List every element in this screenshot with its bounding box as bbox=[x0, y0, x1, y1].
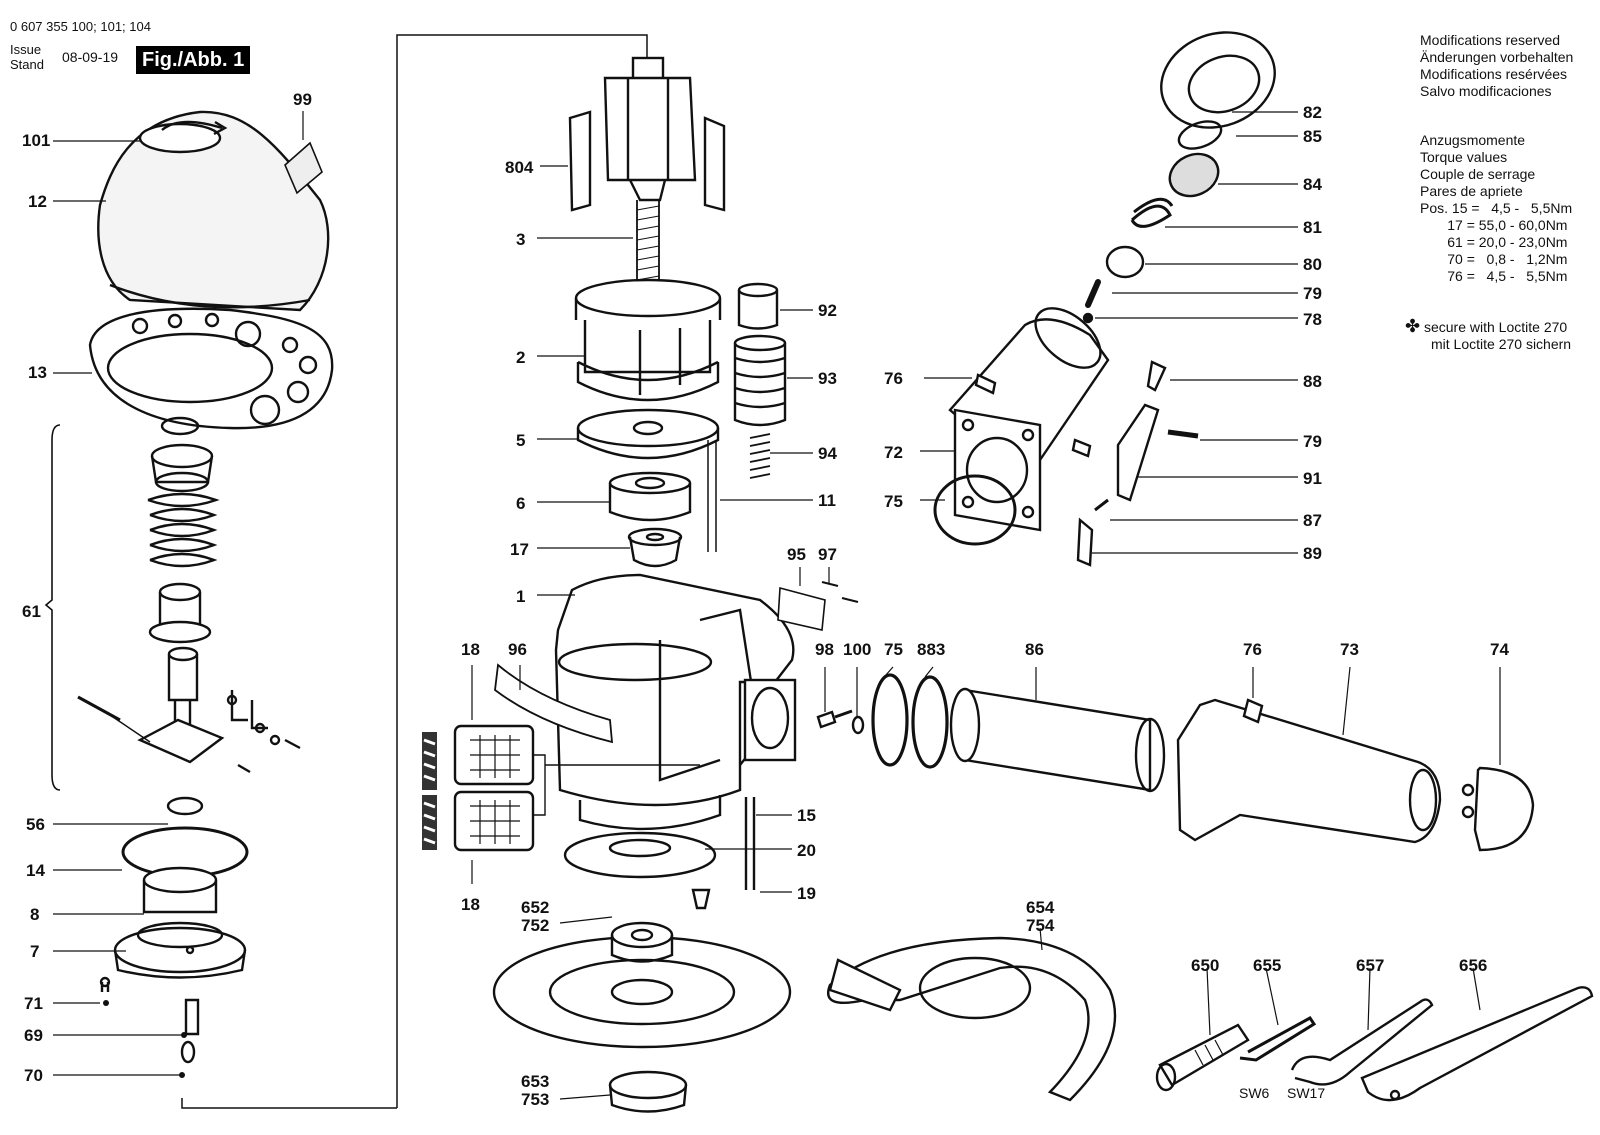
loctite-note: ✤ secure with Loctite 270 mit Loctite 27… bbox=[1405, 316, 1572, 353]
callout-7: 7 bbox=[30, 942, 39, 961]
callout-87: 87 bbox=[1303, 511, 1322, 530]
callout-56: 56 bbox=[26, 815, 45, 834]
callout-752: 752 bbox=[521, 916, 549, 935]
callout-3: 3 bbox=[516, 230, 525, 249]
torque-value: 17 = 55,0 - 60,0Nm bbox=[1420, 217, 1568, 233]
callout-6: 6 bbox=[516, 494, 525, 513]
torque-value: Pos. 15 = 4,5 - 5,5Nm bbox=[1420, 200, 1573, 216]
callout-653: 653 bbox=[521, 1072, 549, 1091]
note-line: Pares de apriete bbox=[1420, 183, 1523, 199]
callout-96: 96 bbox=[508, 640, 527, 659]
figure-label: Fig./Abb. 1 bbox=[136, 46, 251, 74]
callout-100: 100 bbox=[843, 640, 871, 659]
callout-61: 61 bbox=[22, 602, 41, 621]
callout-18-top: 18 bbox=[461, 640, 480, 659]
note-line: Modifications resérvées bbox=[1420, 66, 1568, 82]
note-line: Anzugsmomente bbox=[1420, 132, 1526, 148]
callout-71: 71 bbox=[24, 994, 43, 1013]
callout-14: 14 bbox=[26, 861, 45, 880]
callout-93: 93 bbox=[818, 369, 837, 388]
callout-18-bottom: 18 bbox=[461, 895, 480, 914]
note-line: Modifications reserved bbox=[1420, 32, 1561, 48]
callout-753: 753 bbox=[521, 1090, 549, 1109]
callout-76-bottom: 76 bbox=[1243, 640, 1262, 659]
callout-72: 72 bbox=[884, 443, 903, 462]
note-line: Salvo modificaciones bbox=[1420, 83, 1552, 99]
sw6-label: SW6 bbox=[1239, 1085, 1270, 1101]
callout-69: 69 bbox=[24, 1026, 43, 1045]
torque-note: Anzugsmomente Torque values Couple de se… bbox=[1420, 132, 1572, 285]
callout-82: 82 bbox=[1303, 103, 1322, 122]
callout-883: 883 bbox=[917, 640, 945, 659]
callout-76-top: 76 bbox=[884, 369, 903, 388]
torque-value: 61 = 20,0 - 23,0Nm bbox=[1420, 234, 1568, 250]
callout-11: 11 bbox=[818, 491, 836, 510]
callout-655: 655 bbox=[1253, 956, 1281, 975]
callout-94: 94 bbox=[818, 444, 837, 463]
callout-95: 95 bbox=[787, 545, 806, 564]
callout-17: 17 bbox=[510, 540, 529, 559]
callout-20: 20 bbox=[797, 841, 816, 860]
callout-92: 92 bbox=[818, 301, 837, 320]
callout-88: 88 bbox=[1303, 372, 1322, 391]
callout-652: 652 bbox=[521, 898, 549, 917]
callout-86: 86 bbox=[1025, 640, 1044, 659]
callout-97: 97 bbox=[818, 545, 837, 564]
stand-label: Stand bbox=[10, 57, 44, 72]
callout-98: 98 bbox=[815, 640, 834, 659]
callout-74: 74 bbox=[1490, 640, 1509, 659]
note-line: Couple de serrage bbox=[1420, 166, 1536, 182]
issue-label: Issue bbox=[10, 42, 42, 57]
callout-754: 754 bbox=[1026, 916, 1055, 935]
note-line: Änderungen vorbehalten bbox=[1420, 49, 1574, 65]
callout-5: 5 bbox=[516, 431, 525, 450]
callout-657: 657 bbox=[1356, 956, 1384, 975]
torque-value: 70 = 0,8 - 1,2Nm bbox=[1420, 251, 1568, 267]
callout-81: 81 bbox=[1303, 218, 1322, 237]
loctite-text-de: mit Loctite 270 sichern bbox=[1431, 336, 1572, 352]
callout-804: 804 bbox=[505, 158, 534, 177]
callout-12: 12 bbox=[28, 192, 47, 211]
callout-73: 73 bbox=[1340, 640, 1359, 659]
torque-value: 76 = 4,5 - 5,5Nm bbox=[1420, 268, 1568, 284]
callout-101: 101 bbox=[22, 131, 50, 150]
callout-79-top: 79 bbox=[1303, 284, 1322, 303]
note-line: Torque values bbox=[1420, 149, 1508, 165]
callout-15: 15 bbox=[797, 806, 816, 825]
part-numbers: 0 607 355 100; 101; 104 bbox=[10, 19, 151, 34]
loctite-icon: ✤ bbox=[1405, 316, 1421, 336]
callout-654: 654 bbox=[1026, 898, 1055, 917]
callout-91: 91 bbox=[1303, 469, 1322, 488]
callout-2: 2 bbox=[516, 348, 525, 367]
callout-70: 70 bbox=[24, 1066, 43, 1085]
callout-85: 85 bbox=[1303, 127, 1322, 146]
callout-84: 84 bbox=[1303, 175, 1322, 194]
loctite-text-en: secure with Loctite 270 bbox=[1423, 319, 1568, 335]
callout-80: 80 bbox=[1303, 255, 1322, 274]
sw17-label: SW17 bbox=[1287, 1085, 1325, 1101]
callout-78: 78 bbox=[1303, 310, 1322, 329]
issue-date: 08-09-19 bbox=[62, 49, 119, 65]
modifications-note: Modifications reserved Änderungen vorbeh… bbox=[1420, 32, 1573, 100]
callout-13: 13 bbox=[28, 363, 47, 382]
callout-75-bottom: 75 bbox=[884, 640, 903, 659]
callout-75-top: 75 bbox=[884, 492, 903, 511]
callout-89: 89 bbox=[1303, 544, 1322, 563]
callout-1: 1 bbox=[516, 587, 525, 606]
callout-8: 8 bbox=[30, 905, 39, 924]
callout-656: 656 bbox=[1459, 956, 1487, 975]
callout-99: 99 bbox=[293, 90, 312, 109]
callout-19: 19 bbox=[797, 884, 816, 903]
callout-650: 650 bbox=[1191, 956, 1219, 975]
callout-79-mid: 79 bbox=[1303, 432, 1322, 451]
